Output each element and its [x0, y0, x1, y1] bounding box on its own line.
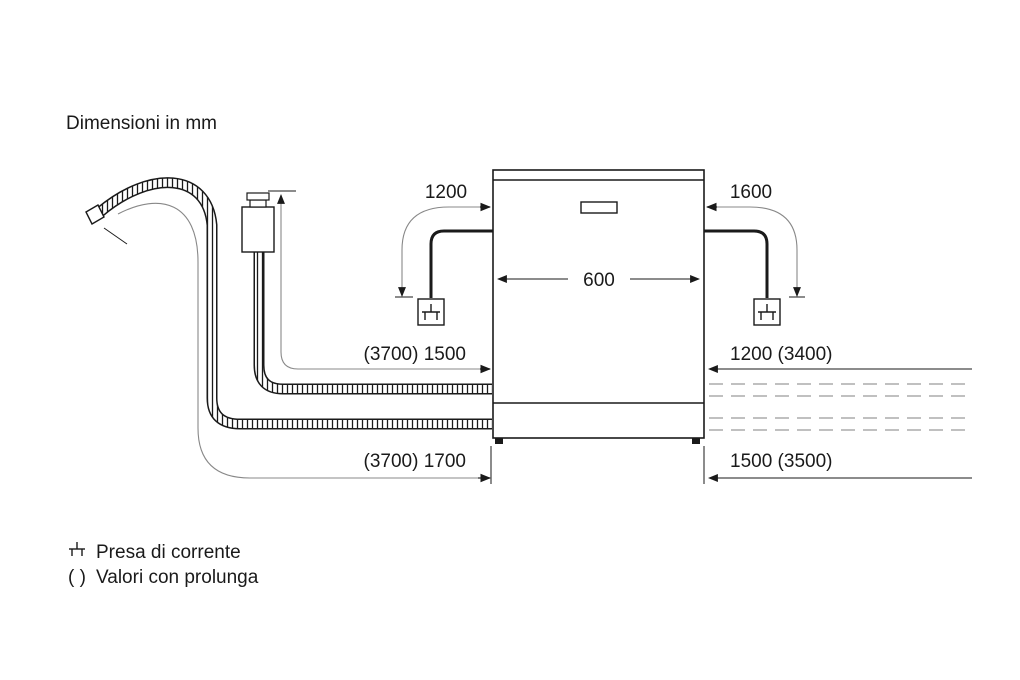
dim-left-top: 1200	[425, 182, 467, 203]
legend-socket: Presa di corrente	[66, 540, 258, 565]
dim-width: 600	[583, 270, 615, 291]
dim-right-inlet: 1200 (3400)	[730, 344, 832, 365]
hose-hook	[85, 204, 105, 225]
legend-socket-label: Presa di corrente	[96, 542, 241, 563]
dim-left-drain: (3700) 1700	[364, 451, 466, 472]
legend-extension-label: Valori con prolunga	[96, 567, 259, 588]
dishwasher	[492, 169, 705, 444]
arrow-left-top	[398, 206, 488, 297]
dim-right-top: 1600	[730, 182, 772, 203]
right-dashed-routing	[709, 383, 972, 431]
control-panel-display	[580, 201, 618, 214]
arrow-inlet-length	[277, 194, 488, 370]
drain-length-guide	[117, 202, 490, 479]
power-socket-icon	[66, 540, 88, 565]
power-socket-icon	[753, 298, 781, 326]
legend-extension: ( ) Valori con prolunga	[66, 565, 258, 590]
dim-left-inlet: (3700) 1500	[364, 344, 466, 365]
hook-pointer	[103, 227, 128, 245]
legend-extension-symbol: ( )	[68, 567, 86, 588]
arrow-right-top	[709, 206, 801, 297]
drain-hose	[97, 178, 492, 428]
water-inlet-valve	[241, 192, 275, 253]
foot-left	[495, 438, 503, 444]
legend: Presa di corrente ( ) Valori con prolung…	[66, 540, 258, 590]
power-socket-icon	[417, 298, 445, 326]
power-cable-right	[704, 229, 769, 298]
diagram-title: Dimensioni in mm	[66, 113, 217, 134]
power-cable-left	[429, 229, 493, 298]
foot-right	[692, 438, 700, 444]
dim-right-drain: 1500 (3500)	[730, 451, 832, 472]
inlet-hose	[255, 252, 492, 393]
